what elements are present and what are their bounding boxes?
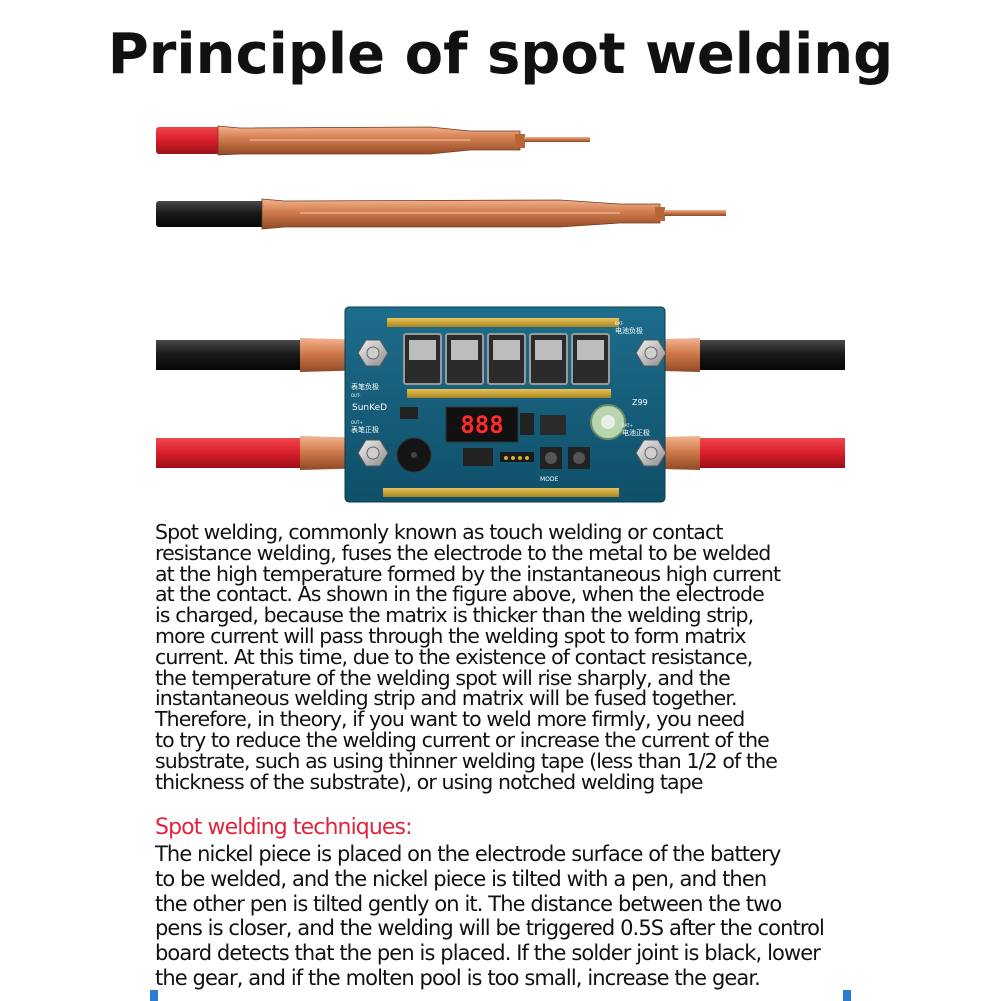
- bottom-edge-accent: [150, 990, 158, 1001]
- battery-negative-label: 电池负极: [615, 326, 643, 335]
- brand-label: SunKeD: [352, 403, 387, 413]
- terminal-nut: [357, 339, 389, 367]
- pen-negative-label: 表笔负极: [351, 382, 379, 391]
- principle-line: to try to reduce the welding current or …: [155, 727, 770, 752]
- techniques-line: board detects that the pen is placed. If…: [155, 941, 821, 966]
- techniques-line: pens is closer, and the welding will be …: [155, 916, 825, 941]
- model-label: Z99: [632, 398, 648, 407]
- pen-negative-sub: OUT-: [351, 393, 361, 398]
- control-board: 888 MODE SunKeD Z99 表笔负极 OUT- OUT+ 表笔: [344, 306, 667, 503]
- battery-positive-label: 电池正极: [622, 428, 650, 437]
- black-welding-pen: [156, 198, 726, 230]
- red-welding-pen: [156, 125, 590, 156]
- terminal-nut: [635, 439, 667, 467]
- principle-line: thickness of the substrate), or using no…: [155, 769, 703, 794]
- bottom-edge-accent: [843, 990, 851, 1001]
- terminal-nut: [357, 439, 389, 467]
- pen-positive-sub: OUT+: [351, 420, 363, 425]
- principle-line: the temperature of the welding spot will…: [155, 665, 731, 690]
- battery-negative-sub: BAT-: [615, 321, 624, 326]
- principle-line: at the high temperature formed by the in…: [155, 561, 781, 586]
- led-display: 888: [460, 411, 503, 439]
- techniques-line: to be welded, and the nickel piece is ti…: [155, 866, 767, 891]
- principle-line: is charged, because the matrix is thicke…: [155, 603, 754, 628]
- page-title: Principle of spot welding: [107, 22, 894, 87]
- set-button: [568, 447, 590, 469]
- principle-line: Therefore, in theory, if you want to wel…: [155, 707, 745, 732]
- battery-positive-sub: BAT+: [622, 423, 633, 428]
- principle-paragraph: Spot welding, commonly known as touch we…: [155, 522, 855, 792]
- principle-line: more current will pass through the weldi…: [155, 623, 747, 648]
- techniques-line: The nickel piece is placed on the electr…: [155, 842, 781, 866]
- techniques-heading: Spot welding techniques:: [155, 815, 413, 840]
- board-wires: [156, 338, 845, 470]
- mode-label: MODE: [540, 476, 559, 483]
- techniques-paragraph: The nickel piece is placed on the electr…: [155, 842, 855, 991]
- principle-line: at the contact. As shown in the figure a…: [155, 582, 765, 607]
- principle-line: instantaneous welding strip and matrix w…: [155, 686, 738, 711]
- spot-welder-illustration: 888 MODE SunKeD Z99 表笔负极 OUT- OUT+ 表笔: [156, 125, 845, 503]
- techniques-line: the other pen is tilted gently on it. Th…: [155, 891, 782, 916]
- principle-line: Spot welding, commonly known as touch we…: [155, 520, 723, 544]
- principle-line: current. At this time, due to the existe…: [155, 644, 753, 669]
- mode-button: [540, 447, 562, 469]
- principle-line: resistance welding, fuses the electrode …: [155, 540, 771, 565]
- terminal-nut: [635, 339, 667, 367]
- techniques-line: the gear, and if the molten pool is too …: [155, 965, 761, 990]
- principle-line: substrate, such as using thinner welding…: [155, 748, 778, 773]
- pen-positive-label: 表笔正极: [351, 425, 379, 434]
